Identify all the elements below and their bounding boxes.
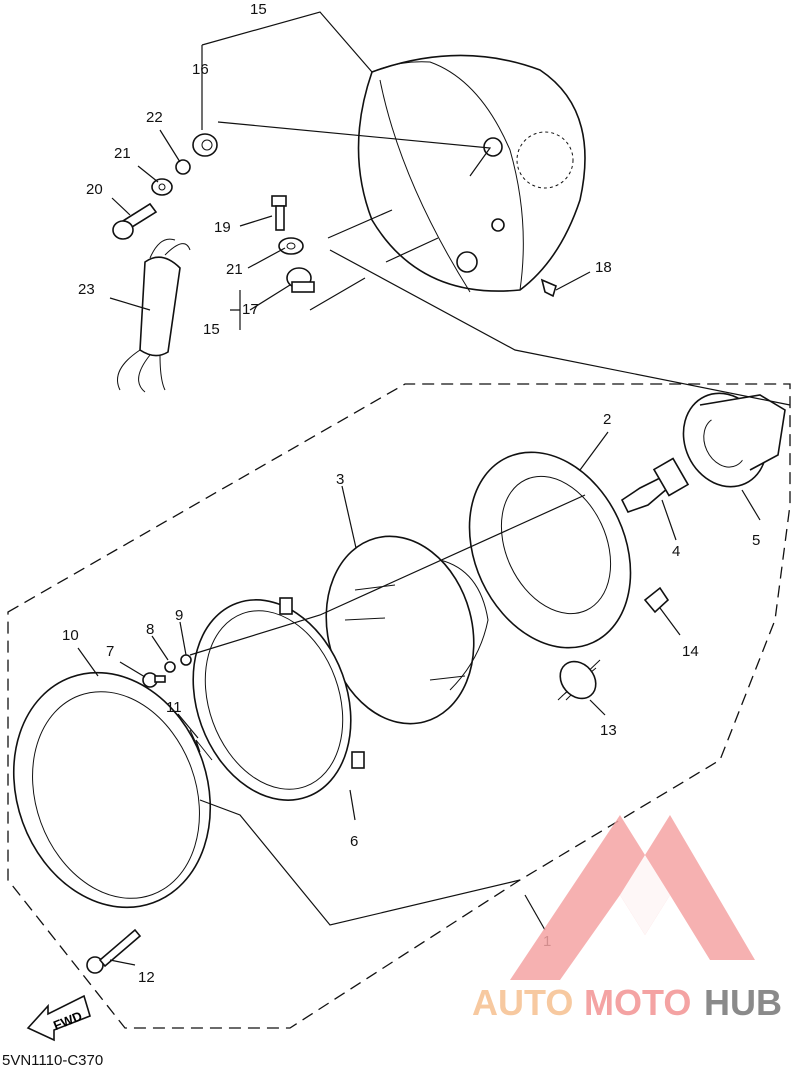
callout-17: 17	[242, 301, 259, 318]
callout-7: 7	[106, 643, 114, 660]
logo-text-auto: AUTO	[472, 982, 573, 1023]
rim-screw-12	[86, 928, 142, 974]
callout-12: 12	[138, 969, 155, 986]
callout-15-lower: 15	[203, 321, 220, 338]
callout-23: 23	[78, 281, 95, 298]
fwd-arrow: FWD	[26, 994, 91, 1042]
callout-2: 2	[603, 411, 611, 428]
mount-grommet-set	[112, 133, 218, 240]
callout-9: 9	[175, 607, 183, 624]
headlight-bulb	[620, 457, 690, 513]
callout-18: 18	[595, 259, 612, 276]
logo-text-moto: MOTO	[584, 982, 691, 1023]
screw-18	[540, 278, 557, 298]
callout-4: 4	[672, 543, 680, 560]
reflector-rim	[468, 451, 632, 649]
callout-19: 19	[214, 219, 231, 236]
callout-14: 14	[682, 643, 699, 660]
callout-8: 8	[146, 621, 154, 638]
callout-20: 20	[86, 181, 103, 198]
callout-5: 5	[752, 532, 760, 549]
diagram-code: 5VN1110-C370	[2, 1052, 104, 1069]
callout-6: 6	[350, 833, 358, 850]
adjusting-spring	[557, 659, 601, 701]
callout-22: 22	[146, 109, 163, 126]
callout-3: 3	[336, 471, 344, 488]
callout-11: 11	[166, 699, 182, 716]
callout-10: 10	[62, 627, 79, 644]
callout-15-top: 15	[250, 1, 267, 18]
leader-lines	[77, 11, 791, 966]
assembly-boundary	[7, 383, 791, 1029]
callout-16: 16	[192, 61, 209, 78]
automotohub-logo: AUTO MOTO HUB	[472, 815, 782, 1023]
socket-cover	[682, 392, 786, 488]
callout-13: 13	[600, 722, 617, 739]
wire-harness	[117, 238, 191, 393]
lower-mount-set	[271, 195, 315, 293]
clip-14	[643, 586, 670, 614]
callout-21-lower: 21	[226, 261, 243, 278]
mounting-ring	[192, 597, 365, 801]
outer-rim	[12, 671, 212, 909]
rim-screw-set	[142, 654, 192, 688]
logo-text-hub: HUB	[704, 982, 782, 1023]
callout-21-upper: 21	[114, 145, 131, 162]
